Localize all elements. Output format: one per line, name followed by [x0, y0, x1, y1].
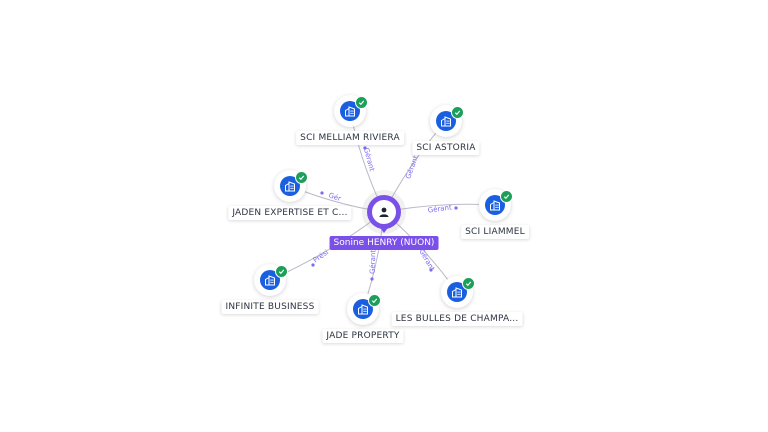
verified-check-icon: [462, 277, 475, 290]
verified-check-icon: [500, 190, 513, 203]
company-name-label: LES BULLES DE CHAMPA...: [391, 312, 523, 326]
building-icon: [447, 282, 467, 302]
verified-check-icon: [295, 171, 308, 184]
edge-arrow: [320, 191, 324, 195]
person-icon: [372, 200, 396, 224]
edge-arrow: [311, 263, 315, 267]
company-name-label: INFINITE BUSINESS: [221, 300, 319, 314]
building-icon: [340, 101, 360, 121]
edge-arrow: [429, 268, 433, 272]
company-name-label: SCI LIAMMEL: [461, 225, 529, 239]
building-icon: [353, 299, 373, 319]
edge-arrow: [363, 146, 367, 150]
edge-arrow: [370, 277, 374, 281]
building-icon: [436, 111, 456, 131]
company-name-label: SCI MELLIAM RIVIERA: [296, 131, 404, 145]
verified-check-icon: [355, 96, 368, 109]
person-name-label: Sonine HENRY (NUON): [329, 236, 439, 250]
building-icon: [260, 270, 280, 290]
building-icon: [280, 176, 300, 196]
verified-check-icon: [368, 294, 381, 307]
edge-relation-label: Gérant: [404, 154, 420, 180]
edge-relation-label: Gérant: [362, 147, 376, 173]
edge-relation-label: Gérant: [417, 248, 436, 273]
company-name-label: SCI ASTORIA: [412, 141, 480, 155]
company-name-label: JADEN EXPERTISE ET C...: [228, 206, 352, 220]
edge-relation-label: Gérant: [427, 203, 452, 214]
edge-arrow: [454, 206, 458, 210]
verified-check-icon: [275, 265, 288, 278]
building-icon: [485, 195, 505, 215]
company-name-label: JADE PROPERTY: [322, 329, 404, 343]
edge-relation-label: Gérant: [369, 250, 378, 275]
person-pin: [378, 225, 390, 233]
verified-check-icon: [451, 106, 464, 119]
edge-relation-label: Gér: [327, 191, 342, 203]
